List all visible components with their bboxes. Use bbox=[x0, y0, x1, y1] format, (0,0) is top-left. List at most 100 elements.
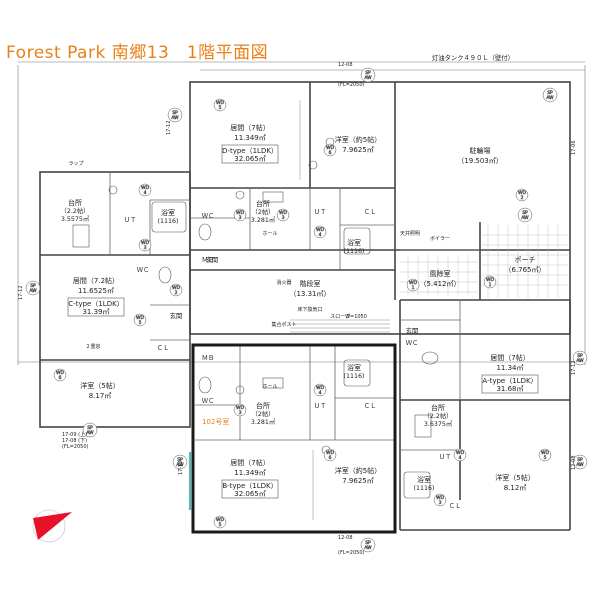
svg-text:WD: WD bbox=[236, 210, 244, 216]
svg-text:WD: WD bbox=[279, 210, 287, 216]
svg-text:5: 5 bbox=[544, 455, 547, 461]
svg-text:2: 2 bbox=[175, 290, 178, 296]
svg-text:3.5575㎡: 3.5575㎡ bbox=[61, 214, 90, 223]
svg-text:SP: SP bbox=[172, 110, 178, 116]
svg-text:WD: WD bbox=[326, 145, 334, 151]
svg-text:11.34㎡: 11.34㎡ bbox=[496, 364, 523, 372]
svg-text:洋室（約5帖）: 洋室（約5帖） bbox=[335, 466, 381, 475]
bathtub-icon bbox=[343, 359, 371, 387]
svg-text:12-08: 12-08 bbox=[571, 455, 577, 470]
svg-text:17-09 (上): 17-09 (上) bbox=[62, 431, 87, 438]
window-sill-notes: 12-08 (FL=2050) 12-08 (FL=2050) 17-09 (上… bbox=[18, 62, 577, 556]
svg-text:11.6525㎡: 11.6525㎡ bbox=[78, 287, 114, 295]
svg-text:11.349㎡: 11.349㎡ bbox=[234, 469, 266, 477]
svg-text:ＵＴ: ＵＴ bbox=[124, 217, 137, 224]
svg-text:6: 6 bbox=[59, 375, 62, 381]
svg-text:WD: WD bbox=[141, 185, 149, 191]
svg-text:3: 3 bbox=[239, 215, 242, 221]
svg-text:12-08: 12-08 bbox=[338, 535, 353, 541]
svg-text:（5.412㎡）: （5.412㎡） bbox=[419, 280, 460, 288]
bathtub-icon bbox=[343, 227, 371, 255]
svg-text:WD: WD bbox=[409, 280, 417, 286]
svg-text:２重窓: ２重窓 bbox=[85, 343, 100, 350]
svg-text:17-12: 17-12 bbox=[571, 360, 577, 375]
svg-text:玄関: 玄関 bbox=[206, 255, 219, 264]
svg-text:(FL=2050): (FL=2050) bbox=[62, 444, 89, 450]
svg-text:浴室: 浴室 bbox=[417, 475, 431, 484]
svg-text:4: 4 bbox=[319, 232, 322, 238]
bathtub-icon bbox=[403, 471, 431, 499]
svg-text:居間（7帖）: 居間（7帖） bbox=[230, 123, 269, 132]
svg-text:AW: AW bbox=[171, 115, 179, 121]
svg-text:階段室: 階段室 bbox=[300, 279, 321, 288]
svg-text:AW: AW bbox=[176, 462, 184, 468]
svg-text:ＵＴ: ＵＴ bbox=[439, 454, 452, 461]
svg-text:AW: AW bbox=[364, 75, 372, 81]
stove-icon bbox=[262, 377, 284, 389]
svg-text:（2帖）: （2帖） bbox=[252, 409, 275, 418]
svg-text:WD: WD bbox=[316, 385, 324, 391]
svg-text:AW: AW bbox=[86, 430, 94, 436]
svg-text:8.17㎡: 8.17㎡ bbox=[89, 392, 112, 400]
svg-text:8.12㎡: 8.12㎡ bbox=[504, 484, 527, 492]
svg-text:浴室: 浴室 bbox=[161, 208, 175, 217]
svg-text:3.281㎡: 3.281㎡ bbox=[251, 417, 276, 426]
unit-102-outline bbox=[191, 343, 397, 534]
svg-text:17-08 (下): 17-08 (下) bbox=[62, 438, 87, 444]
svg-text:駐輪場: 駐輪場 bbox=[470, 146, 491, 155]
svg-text:浴室: 浴室 bbox=[347, 238, 361, 247]
svg-text:AW: AW bbox=[546, 95, 554, 101]
svg-text:WD: WD bbox=[486, 277, 494, 283]
fixture-labels: ＵＴ ＷＣ ＷＣ ＭＢ ＵＴ ＣＬ ＣＬ ＭＢ ＷＣ ＵＴ ＣＬ ＷＣ ＵＴ Ｃ… bbox=[68, 161, 461, 510]
fixtures bbox=[72, 137, 439, 499]
svg-text:ホール: ホール bbox=[262, 231, 277, 237]
svg-text:AW: AW bbox=[521, 215, 529, 221]
svg-text:5: 5 bbox=[219, 522, 222, 528]
svg-text:(1116): (1116) bbox=[414, 485, 435, 492]
svg-text:SP: SP bbox=[547, 90, 553, 96]
svg-text:C-type（1LDK）: C-type（1LDK） bbox=[68, 300, 123, 308]
svg-text:B-type（1LDK）: B-type（1LDK） bbox=[222, 482, 277, 490]
svg-text:17-12: 17-12 bbox=[178, 460, 184, 475]
svg-text:浴室: 浴室 bbox=[347, 363, 361, 372]
svg-text:17-12: 17-12 bbox=[18, 285, 24, 300]
svg-text:SP: SP bbox=[365, 70, 371, 76]
svg-text:4: 4 bbox=[144, 190, 147, 196]
stove-icon bbox=[414, 414, 432, 438]
svg-text:32.065㎡: 32.065㎡ bbox=[234, 490, 266, 498]
svg-text:ＣＬ: ＣＬ bbox=[157, 345, 170, 352]
svg-text:（2.2帖）: （2.2帖） bbox=[424, 411, 453, 420]
svg-text:風除室: 風除室 bbox=[430, 269, 451, 278]
svg-text:（2.2帖）: （2.2帖） bbox=[61, 206, 90, 215]
svg-text:SP: SP bbox=[522, 210, 528, 216]
svg-text:スロープ: スロープ bbox=[330, 314, 350, 320]
building-walls bbox=[39, 81, 571, 531]
svg-text:ＣＬ: ＣＬ bbox=[449, 503, 462, 510]
svg-text:SP: SP bbox=[365, 540, 371, 546]
svg-text:(1116): (1116) bbox=[344, 373, 365, 380]
svg-text:A-type（1LDK）: A-type（1LDK） bbox=[482, 377, 537, 385]
svg-text:WD: WD bbox=[216, 517, 224, 523]
svg-text:ＷＣ: ＷＣ bbox=[202, 398, 215, 405]
svg-text:WD: WD bbox=[541, 450, 549, 456]
svg-text:ＭＢ: ＭＢ bbox=[202, 257, 215, 264]
svg-text:台所: 台所 bbox=[68, 198, 82, 207]
toilet-icon bbox=[198, 376, 212, 394]
svg-text:台所: 台所 bbox=[256, 199, 270, 208]
unit-102-label: 102号室 bbox=[202, 417, 229, 426]
svg-text:居間（7.2帖）: 居間（7.2帖） bbox=[73, 276, 119, 285]
svg-text:AW: AW bbox=[364, 545, 372, 551]
svg-text:（6.765㎡）: （6.765㎡） bbox=[504, 266, 545, 274]
svg-text:天井照明: 天井照明 bbox=[400, 230, 420, 237]
stove-icon bbox=[262, 191, 284, 203]
svg-text:洋室（約5帖）: 洋室（約5帖） bbox=[335, 135, 381, 144]
svg-text:SP: SP bbox=[177, 457, 183, 463]
svg-text:32.065㎡: 32.065㎡ bbox=[234, 155, 266, 163]
svg-text:床下換気口: 床下換気口 bbox=[297, 306, 322, 313]
svg-text:ＣＬ: ＣＬ bbox=[364, 403, 377, 410]
svg-text:洋室（5帖）: 洋室（5帖） bbox=[80, 381, 119, 390]
svg-text:D-type（1LDK）: D-type（1LDK） bbox=[222, 147, 278, 155]
north-compass-icon bbox=[32, 509, 72, 543]
oil-tank-note: 灯油タンク４９０Ｌ（壁付） bbox=[432, 53, 514, 62]
